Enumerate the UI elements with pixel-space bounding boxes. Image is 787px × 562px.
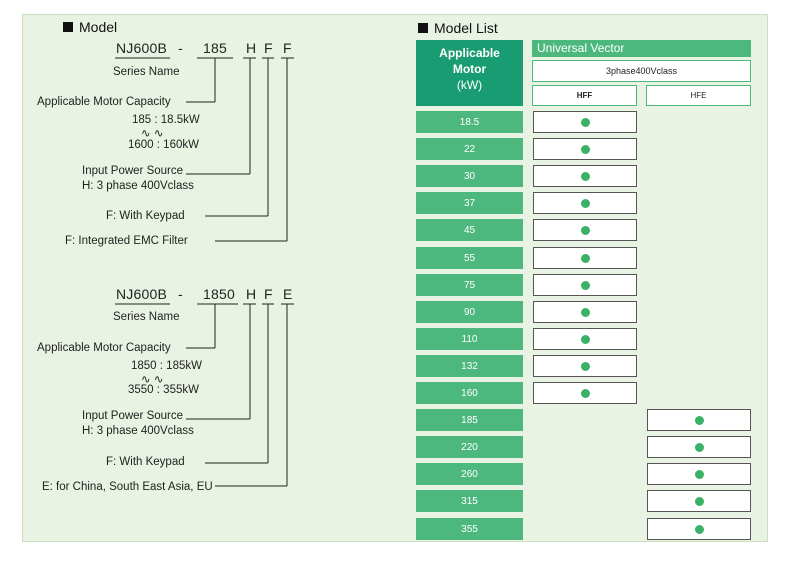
availability-cell-hfe xyxy=(647,463,751,485)
motor-kw-cell: 185 xyxy=(416,409,523,431)
model2-capacity-code: 1850 xyxy=(203,286,235,302)
model1-capacity-range-icon: ∿ ∿ xyxy=(141,128,164,140)
model2-keypad-label: F: With Keypad xyxy=(106,456,185,468)
model1-capacity-label: Applicable Motor Capacity xyxy=(37,96,171,108)
motor-kw-cell: 315 xyxy=(416,490,523,512)
model1-power-label: Input Power Source xyxy=(82,165,184,177)
model2-region-code: E xyxy=(283,286,293,302)
availability-cell-hff xyxy=(533,247,637,269)
available-dot-icon xyxy=(694,524,704,534)
model2-series-code: NJ600B xyxy=(116,286,168,302)
header-line-applicable: Applicable xyxy=(439,46,500,60)
model2-region-label: E: for China, South East Asia, EU xyxy=(42,481,213,493)
motor-kw-cell: 55 xyxy=(416,247,523,269)
applicable-motor-header: Applicable Motor (kW) xyxy=(416,40,523,106)
model2-power-value: H: 3 phase 400Vclass xyxy=(82,425,194,437)
motor-kw-cell: 132 xyxy=(416,355,523,377)
motor-kw-cell: 45 xyxy=(416,219,523,241)
model1-power-value: H: 3 phase 400Vclass xyxy=(82,180,194,192)
availability-cell-hfe xyxy=(647,490,751,512)
control-method-header: Universal Vector xyxy=(532,40,751,57)
available-dot-icon xyxy=(580,361,590,371)
available-dot-icon xyxy=(580,388,590,398)
available-dot-icon xyxy=(580,171,590,181)
available-dot-icon xyxy=(580,307,590,317)
model1-dash: - xyxy=(178,40,183,56)
model-heading: Model xyxy=(63,19,117,35)
motor-kw-cell: 220 xyxy=(416,436,523,458)
available-dot-icon xyxy=(580,198,590,208)
availability-cell-hff xyxy=(533,274,637,296)
availability-cell-hff xyxy=(533,192,637,214)
availability-cell-hfe xyxy=(647,518,751,540)
model1-capacity-code: 185 xyxy=(203,40,227,56)
motor-kw-cell: 90 xyxy=(416,301,523,323)
model1-power-code: H xyxy=(246,40,257,56)
motor-kw-cell: 22 xyxy=(416,138,523,160)
model2-keypad-code: F xyxy=(264,286,273,302)
available-dot-icon xyxy=(580,280,590,290)
motor-kw-cell: 18.5 xyxy=(416,111,523,133)
header-line-unit: (kW) xyxy=(456,78,483,92)
available-dot-icon xyxy=(694,415,704,425)
model1-keypad-code: F xyxy=(264,40,273,56)
available-dot-icon xyxy=(580,253,590,263)
availability-cell-hfe xyxy=(647,436,751,458)
model2-capacity-line2: 3550 : 355kW xyxy=(128,384,199,396)
column-header-hfe: HFE xyxy=(646,85,751,106)
available-dot-icon xyxy=(694,442,704,452)
model1-filter-code: F xyxy=(283,40,292,56)
model1-keypad-label: F: With Keypad xyxy=(106,210,185,222)
square-bullet-icon xyxy=(418,23,428,33)
available-dot-icon xyxy=(694,496,704,506)
motor-kw-cell: 355 xyxy=(416,518,523,540)
model1-capacity-line1: 185 : 18.5kW xyxy=(132,114,200,126)
model1-series-name: Series Name xyxy=(113,66,180,78)
column-header-hff: HFF xyxy=(532,85,637,106)
square-bullet-icon xyxy=(63,22,73,32)
model2-dash: - xyxy=(178,286,183,302)
available-dot-icon xyxy=(580,334,590,344)
model-list-heading: Model List xyxy=(418,20,498,36)
available-dot-icon xyxy=(580,117,590,127)
availability-cell-hff xyxy=(533,165,637,187)
voltage-class-header: 3phase400Vclass xyxy=(532,60,751,82)
available-dot-icon xyxy=(580,225,590,235)
availability-cell-hff xyxy=(533,355,637,377)
availability-cell-hff xyxy=(533,219,637,241)
model2-capacity-range-icon: ∿ ∿ xyxy=(141,374,164,386)
motor-kw-cell: 260 xyxy=(416,463,523,485)
model2-power-code: H xyxy=(246,286,257,302)
available-dot-icon xyxy=(694,469,704,479)
motor-kw-cell: 110 xyxy=(416,328,523,350)
availability-cell-hff xyxy=(533,328,637,350)
motor-kw-cell: 160 xyxy=(416,382,523,404)
motor-kw-cell: 30 xyxy=(416,165,523,187)
availability-cell-hff xyxy=(533,301,637,323)
availability-cell-hff xyxy=(533,111,637,133)
header-line-motor: Motor xyxy=(452,62,487,76)
model1-capacity-line2: 1600 : 160kW xyxy=(128,139,199,151)
motor-kw-cell: 75 xyxy=(416,274,523,296)
available-dot-icon xyxy=(580,144,590,154)
model2-capacity-line1: 1850 : 185kW xyxy=(131,360,202,372)
availability-cell-hff xyxy=(533,138,637,160)
content-panel xyxy=(22,14,768,542)
model1-series-code: NJ600B xyxy=(116,40,168,56)
model2-capacity-label: Applicable Motor Capacity xyxy=(37,342,171,354)
model1-filter-label: F: Integrated EMC Filter xyxy=(65,235,188,247)
availability-cell-hff xyxy=(533,382,637,404)
model2-power-label: Input Power Source xyxy=(82,410,184,422)
availability-cell-hfe xyxy=(647,409,751,431)
model2-series-name: Series Name xyxy=(113,311,180,323)
motor-kw-cell: 37 xyxy=(416,192,523,214)
